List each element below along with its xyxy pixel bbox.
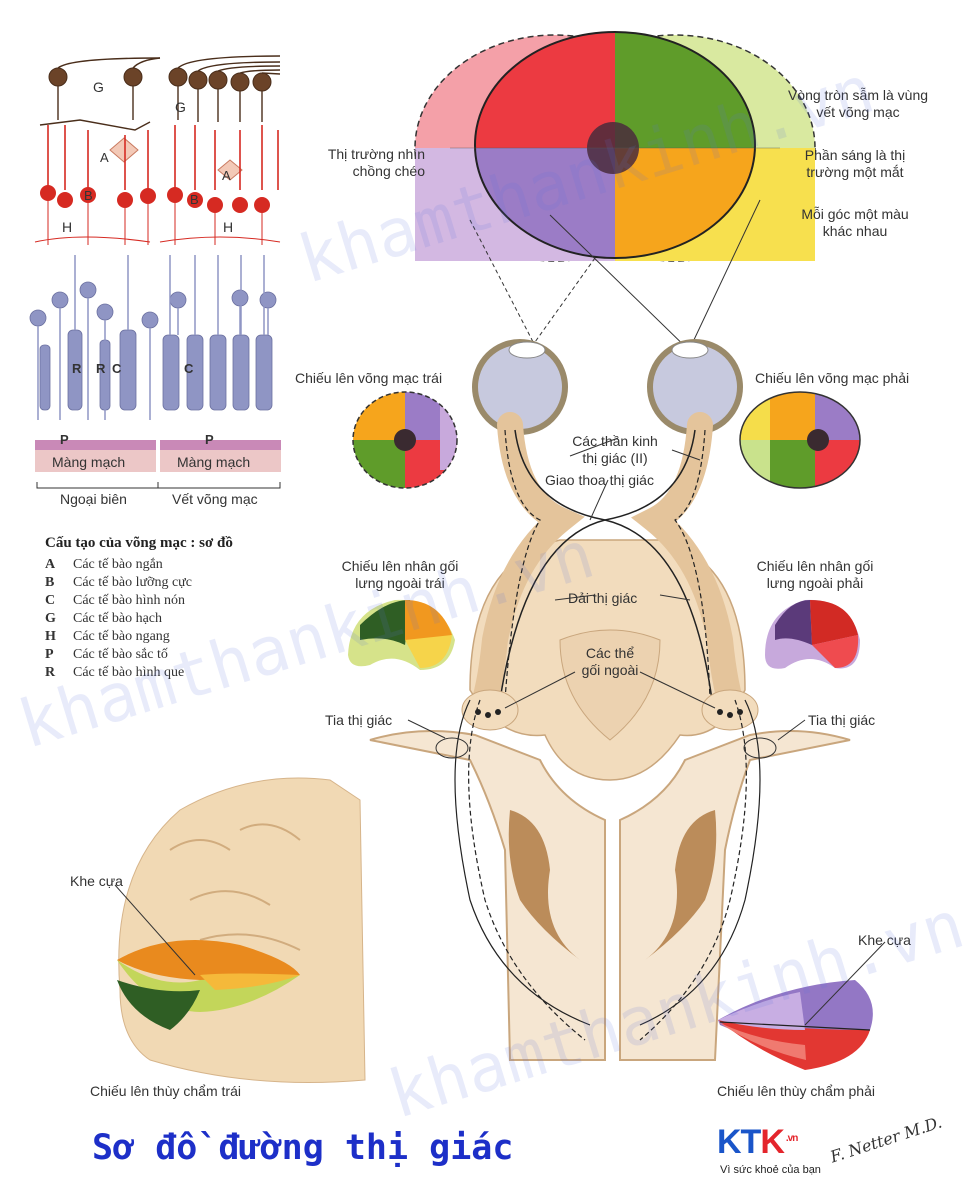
label-left-retina: Chiếu lên võng mạc trái [295,370,443,386]
label-occipital-left: Chiếu lên thùy chẩm trái [90,1083,241,1099]
right-lgn-projection [765,599,860,669]
label-optic-nerves: Các thần kinh thị giác (II) [572,433,658,466]
label-optic-chiasm: Giao thoa thị giác [545,472,654,488]
right-occipital-projection [718,980,873,1070]
legend-key: H [45,629,56,644]
brainstem [469,539,746,781]
retina-label-p-left: P [60,432,69,447]
section-label-peripheral: Ngoại biên [60,491,127,507]
legend-text: Các tế bào hạch [73,611,163,626]
legend-item: A Các tế bào ngắn [45,556,233,574]
bipolar-dendrites [47,125,279,190]
binocular-outline [474,31,756,259]
legend-item: P Các tế bào sắc tố [45,646,233,664]
legend-item: H Các tế bào ngang [45,628,233,646]
retina-label-r1: R [72,361,82,376]
page-title: Sơ đồ đường thị giác [92,1128,514,1168]
retina-legend: Cấu tạo của võng mạc : sơ đồ A Các tế bào… [45,535,233,682]
legend-text: Các tế bào hình que [73,665,185,680]
retina-label-p-right: P [205,432,214,447]
retina-label-g-left: G [93,79,104,95]
amacrine-cells [109,137,243,181]
rods-and-cones [29,281,277,411]
receptor-stalks [37,255,269,420]
ganglion-axons [39,55,281,131]
ganglion-cells [48,67,272,92]
label-optic-tract: Dải thị giác [568,590,638,606]
bipolar-cells [40,185,270,213]
ktk-logo: KTK.vn Vì sức khoẻ của bạn [717,1123,821,1176]
label-radiation-right: Tia thị giác [808,712,876,728]
retina-label-h-left: H [62,219,72,235]
optic-nerves-and-tracts [467,412,748,728]
label-each-corner: Mỗi góc một màu khác nhau [801,206,909,239]
retina-label-c-right: C [184,361,194,376]
pigment-layer-left [35,440,156,450]
choroid-left [35,450,156,472]
retina-label-a-left: A [100,150,109,165]
legend-item: C Các tế bào hình nón [45,592,233,610]
legend-text: Các tế bào hình nón [73,593,185,608]
choroid-right [160,450,281,472]
retina-label-c-left: C [112,361,122,376]
retina-layer-diagram: G A B H R R C P G A B H C P Màng mạch Mà… [29,55,281,507]
legend-key: B [45,575,55,590]
legend-item: R Các tế bào hình que [45,664,233,682]
section-label-macula: Vết võng mạc [172,491,258,507]
retina-label-r2: R [96,361,106,376]
legend-key: C [45,593,56,608]
retina-label-b-left: B [84,188,93,203]
label-left-lgn: Chiếu lên nhân gối lưng ngoài trái [341,558,459,591]
logo-brand-blue: KT [717,1123,761,1161]
lateral-geniculate-bodies [461,689,759,731]
legend-key: P [45,647,54,662]
label-dark-circle: Vòng tròn sẫm là vùng vết võng mạc [787,87,929,120]
choroid-label-right: Màng mạch [177,454,250,470]
visual-field-diagram [414,31,816,396]
legend-title: Cấu tạo của võng mạc : sơ đồ [45,535,233,551]
horizontal-cells [34,201,281,245]
left-lgn-projection [348,599,455,670]
right-retina-projection [740,392,860,488]
legend-text: Các tế bào sắc tố [73,647,168,662]
left-lens [508,341,546,359]
legend-key: G [45,611,56,626]
label-calcarine-right: Khe cựa [858,932,911,948]
label-right-retina: Chiếu lên võng mạc phải [755,370,910,386]
logo-domain: .vn [785,1132,798,1144]
label-light-part: Phần sáng là thị trường một mắt [804,147,906,180]
retina-label-b-right: B [190,192,199,207]
legend-item: G Các tế bào hạch [45,610,233,628]
right-lens [671,341,709,359]
pigment-layer-right [160,440,281,450]
occipital-sections [369,699,851,1061]
retina-label-g-right: G [175,99,186,115]
eyeballs [472,339,743,435]
legend-item: B Các tế bào lưỡng cực [45,574,233,592]
legend-key: A [45,557,56,572]
macular-zone [587,122,639,174]
retina-label-a-right: A [222,168,231,183]
logo-tagline: Vì sức khoẻ của bạn [720,1164,821,1176]
leader-lines [114,437,886,1026]
legend-key: R [45,665,56,680]
label-occipital-right: Chiếu lên thùy chẩm phải [717,1083,875,1099]
label-right-lgn: Chiếu lên nhân gối lưng ngoài phải [756,558,874,591]
left-occipital-brain [117,777,366,1083]
label-radiation-left: Tia thị giác [325,712,393,728]
logo-brand-red: K [760,1123,785,1161]
label-calcarine-left: Khe cựa [70,873,123,889]
legend-text: Các tế bào lưỡng cực [73,575,192,590]
retina-label-h-right: H [223,219,233,235]
legend-text: Các tế bào ngang [73,629,170,644]
legend-text: Các tế bào ngắn [73,557,163,572]
label-lateral-geniculate: Các thể gối ngoài [581,645,639,678]
left-retina-projection [353,392,457,488]
choroid-label-left: Màng mạch [52,454,125,470]
label-overlap-field: Thị trường nhìn chồng chéo [327,146,425,179]
